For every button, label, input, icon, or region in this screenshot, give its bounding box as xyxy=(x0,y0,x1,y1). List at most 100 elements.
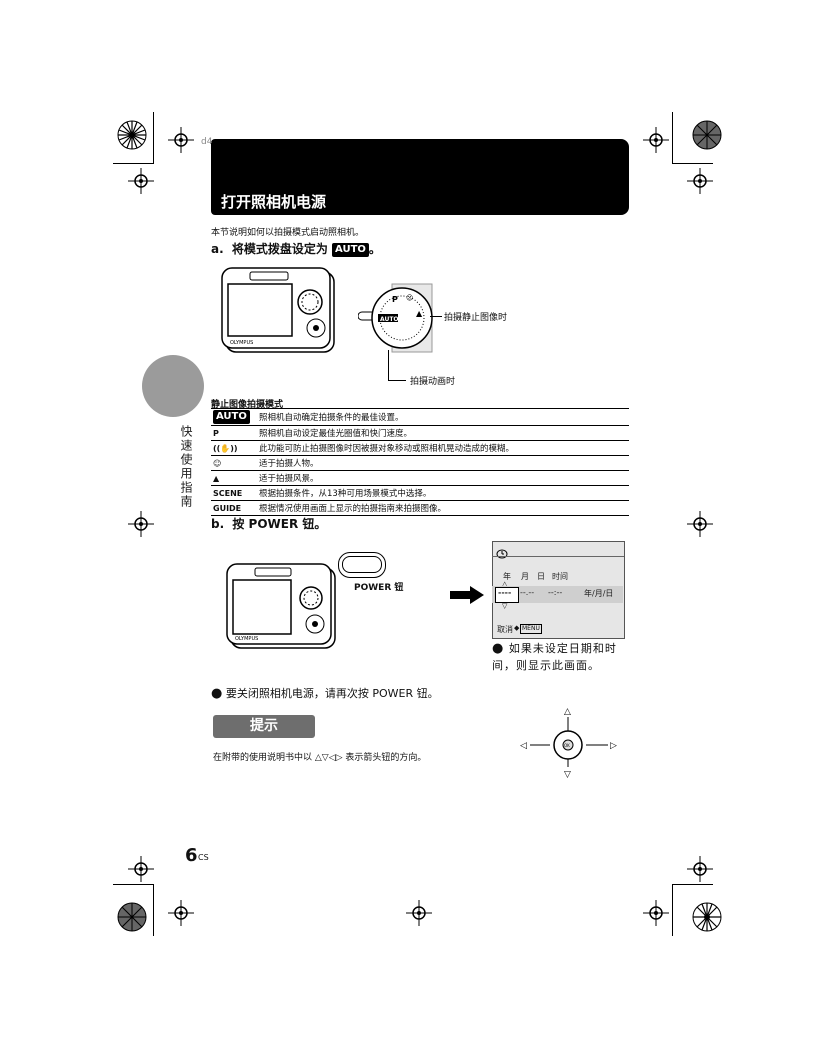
hint-text: 在附带的使用说明书中以 △▽◁▷ 表示箭头钮的方向。 xyxy=(213,753,427,763)
callout-line xyxy=(430,316,442,317)
registration-star-icon xyxy=(117,902,147,932)
mode-symbol: AUTO xyxy=(211,408,257,426)
auto-mode-badge: AUTO xyxy=(213,410,250,424)
svg-text:▷: ▷ xyxy=(610,741,617,751)
registration-crosshair-icon xyxy=(687,856,713,882)
lcd-note: ● 如果未设定日期和时间，则显示此画面。 xyxy=(492,640,632,674)
lcd-time-header: 时间 xyxy=(552,572,568,581)
lcd-field-row xyxy=(492,586,623,603)
mode-description: 此功能可防止拍摄图像时因被摄对象移动或照相机晃动造成的模糊。 xyxy=(257,440,629,456)
registration-star-icon xyxy=(692,902,722,932)
trim-line xyxy=(672,884,673,936)
lcd-arrow-icon: ◆ xyxy=(514,624,520,632)
svg-text:▲: ▲ xyxy=(416,309,423,318)
mode-row: ☺适于拍摄人物。 xyxy=(211,455,629,471)
svg-text:OLYMPUS: OLYMPUS xyxy=(235,636,258,642)
mode-row: ((✋))此功能可防止拍摄图像时因被摄对象移动或照相机晃动造成的模糊。 xyxy=(211,440,629,456)
mode-dial-illustration: AUTO P ☺ ▲ xyxy=(357,280,438,360)
header-bar xyxy=(211,139,629,215)
registration-crosshair-icon xyxy=(687,511,713,537)
lcd-menu-badge: MENU xyxy=(520,624,542,634)
still-callout: 拍摄静止图像时 xyxy=(444,313,508,323)
lcd-divider xyxy=(492,556,624,557)
trim-line xyxy=(153,884,154,936)
mode-description: 适于拍摄人物。 xyxy=(257,455,629,471)
lcd-day-header: 日 xyxy=(537,572,545,581)
callout-line xyxy=(388,350,389,380)
camera-power-illustration: OLYMPUS xyxy=(225,560,340,656)
step-a-letter: a. xyxy=(211,242,224,256)
lcd-year-field[interactable] xyxy=(495,587,519,603)
step-a-text: 将模式拨盘设定为 xyxy=(231,242,328,256)
lcd-year-value: ---- xyxy=(498,588,512,597)
power-button-label: POWER 钮 xyxy=(354,583,404,593)
lcd-time-value: --:-- xyxy=(548,588,563,597)
svg-text:△: △ xyxy=(564,707,571,717)
page-suffix: CS xyxy=(198,853,209,862)
movie-callout: 拍摄动画时 xyxy=(410,377,456,387)
registration-crosshair-icon xyxy=(643,900,669,926)
registration-crosshair-icon xyxy=(643,127,669,153)
step-a-end: 。 xyxy=(368,242,381,256)
clock-icon xyxy=(496,544,508,563)
lcd-month-header: 月 xyxy=(521,572,529,581)
callout-line xyxy=(388,380,406,381)
mode-symbol: ☺ xyxy=(211,455,257,471)
trim-line xyxy=(672,884,713,885)
registration-star-icon xyxy=(692,120,722,150)
mode-symbol: ▲ xyxy=(211,470,257,486)
mode-description: 根据情况使用画面上显示的拍摄指南来拍摄图像。 xyxy=(257,500,629,516)
step-b-text: 按 POWER 钮。 xyxy=(232,517,327,531)
side-tab-label: 快速使用指南 xyxy=(179,425,193,509)
mode-description: 照相机自动设定最佳光圈值和快门速度。 xyxy=(257,425,629,441)
lcd-down-arrow-icon: ▽ xyxy=(502,602,508,610)
registration-crosshair-icon xyxy=(128,168,154,194)
svg-text:☺: ☺ xyxy=(406,294,413,302)
bullet-icon: ● xyxy=(211,686,223,701)
hint-title: 提示 xyxy=(213,715,315,738)
registration-crosshair-icon xyxy=(128,511,154,537)
lcd-month-day-value: --.-- xyxy=(520,588,535,597)
step-b-heading: b. 按 POWER 钮。 xyxy=(211,515,326,532)
mode-symbol: SCENE xyxy=(211,485,257,501)
mode-symbol: GUIDE xyxy=(211,500,257,516)
registration-crosshair-icon xyxy=(406,900,432,926)
bullet-icon: ● xyxy=(492,641,505,656)
trim-line xyxy=(153,112,154,164)
lcd-year-header: 年 xyxy=(503,572,511,581)
trim-line xyxy=(113,163,154,164)
registration-star-icon xyxy=(117,120,147,150)
lcd-up-arrow-icon: △ xyxy=(502,580,508,588)
page-title: 打开照相机电源 xyxy=(221,193,327,211)
registration-crosshair-icon xyxy=(168,900,194,926)
mode-description: 照相机自动确定拍摄条件的最佳设置。 xyxy=(257,408,629,426)
svg-text:OK: OK xyxy=(564,743,570,748)
arrow-right-icon xyxy=(450,586,484,608)
lcd-format: 年/月/日 xyxy=(584,589,614,598)
power-button-callout xyxy=(338,552,386,578)
svg-text:◁: ◁ xyxy=(520,741,527,751)
mode-description: 适于拍摄风景。 xyxy=(257,470,629,486)
side-tab-circle xyxy=(142,355,204,417)
page-code: d4 xyxy=(201,137,213,147)
power-off-text: 要关闭照相机电源，请再次按 POWER 钮。 xyxy=(225,687,439,700)
registration-crosshair-icon xyxy=(687,168,713,194)
lcd-cancel-label: 取消 xyxy=(497,625,513,634)
mode-symbol: P xyxy=(211,425,257,441)
trim-line xyxy=(672,163,713,164)
svg-text:OLYMPUS: OLYMPUS xyxy=(230,340,253,346)
camera-back-illustration: OLYMPUS xyxy=(220,266,340,360)
modes-title: 静止图像拍摄模式 xyxy=(211,400,284,410)
step-a-heading: a. 将模式拨盘设定为 AUTO。 xyxy=(211,240,381,257)
step-b-letter: b. xyxy=(211,517,225,531)
page-number: 6 xyxy=(185,845,198,866)
svg-text:AUTO: AUTO xyxy=(380,316,399,323)
trim-line xyxy=(113,884,154,885)
trim-line xyxy=(672,112,673,164)
svg-text:▽: ▽ xyxy=(564,770,571,779)
mode-symbol: ((✋)) xyxy=(211,440,257,456)
